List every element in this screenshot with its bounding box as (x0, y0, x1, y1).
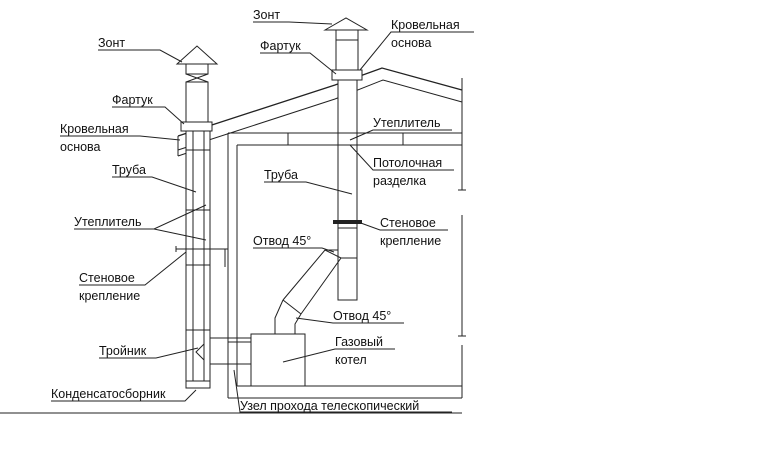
label-left-roof-1: Кровельная (60, 122, 129, 136)
leader-right-mount (357, 221, 448, 231)
leader-right-elbow-top (253, 247, 335, 253)
roof-inner (177, 79, 463, 151)
external-chimney (175, 45, 228, 389)
leader-right-elbow-bottom (295, 317, 404, 324)
label-left-pipe: Труба (112, 163, 146, 177)
internal-chimney (274, 17, 369, 334)
right-elbow-bottom-inner (294, 313, 302, 334)
label-right-roof-2: основа (391, 36, 432, 50)
label-left-roof-2: основа (60, 140, 101, 154)
right-wall-mount-clamp (333, 220, 362, 224)
left-main-pipe (185, 130, 211, 382)
right-cap-collar (335, 29, 359, 41)
right-elbow-top-outer (282, 249, 338, 301)
label-left-cap: Зонт (98, 36, 125, 50)
label-right-pipe: Труба (264, 168, 298, 182)
right-main-pipe (337, 79, 358, 301)
label-right-boiler-2: котел (335, 353, 367, 367)
left-cap-cone (175, 45, 219, 65)
leader-right-apron (260, 52, 337, 75)
label-left-condensate: Конденсатосборник (51, 387, 166, 401)
left-cap-collar (185, 63, 209, 75)
label-right-boiler-1: Газовый (335, 335, 383, 349)
label-right-cap: Зонт (253, 8, 280, 22)
leader-right-insulation (349, 129, 452, 141)
leader-left-mount (79, 251, 187, 286)
label-right-ceiling-1: Потолочная (373, 156, 442, 170)
leader-right-ceiling (349, 144, 454, 171)
left-cap-cross-2 (185, 73, 209, 83)
label-right-apron: Фартук (260, 39, 301, 53)
leader-left-tee (99, 347, 199, 359)
label-left-tee: Тройник (99, 344, 147, 358)
leader-left-cap (98, 49, 183, 63)
label-right-elbow-top: Отвод 45° (253, 234, 311, 248)
label-right-mount-1: Стеновое (380, 216, 436, 230)
right-apron (331, 69, 363, 81)
leader-right-pipe (264, 181, 353, 195)
left-condensate (185, 380, 211, 389)
label-left-insulation: Утеплитель (74, 215, 141, 229)
labels: Зонт Фартук Кровельная основа Труба Утеп… (51, 8, 460, 413)
leader-left-apron (112, 106, 185, 125)
label-left-apron: Фартук (112, 93, 153, 107)
label-right-mount-2: крепление (380, 234, 441, 248)
leader-lines (51, 21, 474, 413)
label-left-mount-2: крепление (79, 289, 140, 303)
right-upper-pipe (335, 39, 359, 71)
left-tee-body (195, 343, 205, 361)
leader-left-condensate (51, 389, 197, 402)
right-elbow-bottom-outer (274, 299, 284, 334)
label-right-telescopic: Узел прохода телескопический (240, 399, 419, 413)
leader-right-roof (359, 31, 474, 71)
label-left-mount-1: Стеновое (79, 271, 135, 285)
right-elbow-joint (324, 249, 342, 259)
leader-right-telescopic (233, 369, 452, 413)
telescopic-passage (227, 337, 252, 365)
leader-right-cap (253, 21, 333, 25)
gas-boiler (250, 333, 306, 387)
label-right-elbow-bottom: Отвод 45° (333, 309, 391, 323)
label-right-insulation: Утеплитель (373, 116, 440, 130)
left-apron (180, 121, 213, 132)
label-right-roof-1: Кровельная (391, 18, 460, 32)
right-elbow-bottom-joint (282, 299, 302, 315)
leader-left-pipe (112, 176, 197, 193)
leader-right-boiler (282, 348, 395, 363)
left-upper-pipe (185, 81, 209, 123)
leader-left-insulation-2 (153, 228, 207, 241)
label-right-ceiling-2: разделка (373, 174, 426, 188)
leader-left-roof (60, 135, 181, 141)
